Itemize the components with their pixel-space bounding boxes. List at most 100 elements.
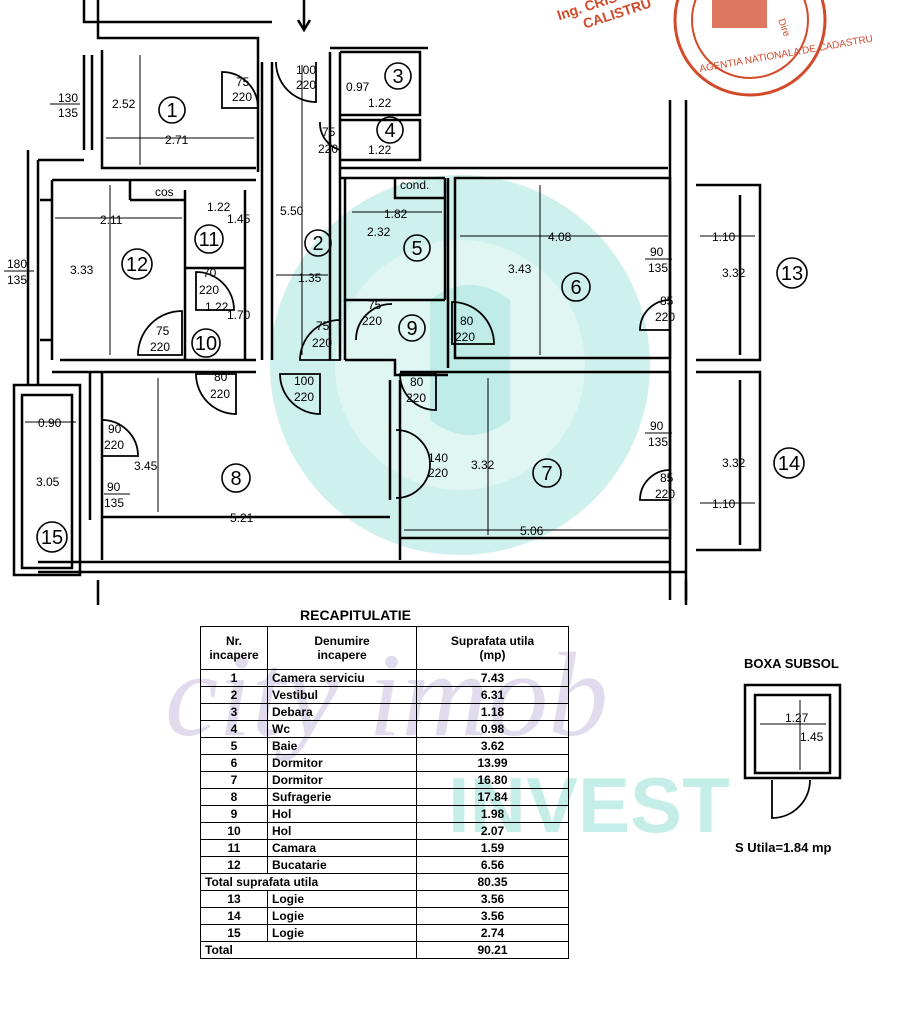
- cadastre-stamp: AGENTIA NATIONALA DE CADASTRU Dire: [673, 0, 874, 97]
- cell-name: Dormitor: [267, 771, 417, 789]
- cell-area: 0.98: [416, 720, 569, 738]
- dim-r1-h: 2.52: [112, 97, 136, 111]
- room-number-13: 13: [781, 263, 803, 285]
- walls: [12, 0, 762, 605]
- dim-r5-w: 1.82: [384, 207, 408, 221]
- dim-r1-w: 2.71: [165, 133, 189, 147]
- door-10-a: 80: [214, 370, 228, 384]
- recap-table: Nr. incapere Denumire incapere Suprafata…: [200, 626, 569, 959]
- cell-name: Logie: [267, 924, 417, 942]
- dim-cond: cond.: [400, 178, 429, 192]
- cell-nr: 10: [200, 822, 268, 840]
- watermark-logo: [270, 175, 650, 555]
- door-11-a: 100: [294, 374, 314, 388]
- room-number-4: 4: [384, 120, 395, 142]
- door-5-a: 75: [156, 324, 170, 338]
- door-labels: 75 220 100 220 75 220 70 220 75 220 75 2…: [104, 63, 675, 501]
- win-left-top-a: 130: [58, 91, 78, 105]
- room-number-15: 15: [41, 527, 63, 549]
- cell-name: Debara: [267, 703, 417, 721]
- cell-area: 1.98: [416, 805, 569, 823]
- header-nr-line2: incapere: [209, 648, 259, 662]
- win-r8-b: 135: [104, 496, 124, 510]
- win-r8-a: 90: [107, 480, 121, 494]
- cell-name: Hol: [267, 822, 417, 840]
- cell-nr: 5: [200, 737, 268, 755]
- cell-area: 3.56: [416, 890, 569, 908]
- cell-nr: 1: [200, 669, 268, 687]
- room-number-14: 14: [778, 453, 800, 475]
- cell-area: 1.18: [416, 703, 569, 721]
- dim-r4-w: 1.22: [368, 143, 392, 157]
- win-left-mid-b: 135: [7, 273, 27, 287]
- door-13-a: 90: [108, 422, 122, 436]
- dimension-labels: 2.52 2.71 5.50 1.35 0.97 1.22 1.22 cond.…: [4, 80, 746, 538]
- cell-name: Hol: [267, 805, 417, 823]
- door-1-a: 75: [236, 75, 250, 89]
- header-sup-line2: (mp): [479, 648, 506, 662]
- cell-name: Camara: [267, 839, 417, 857]
- dim-r14-h: 3.32: [722, 456, 746, 470]
- header-nr: Nr. incapere: [200, 626, 268, 670]
- boxa-drawing: [743, 683, 842, 819]
- dim-r15-w: 0.90: [38, 416, 62, 430]
- cell-nr: 4: [200, 720, 268, 738]
- room-number-11: 11: [199, 229, 220, 251]
- win-r7-a: 90: [650, 419, 664, 433]
- door-13-b: 220: [104, 438, 124, 452]
- cell-nr: 15: [200, 924, 268, 942]
- cell-nr: 8: [200, 788, 268, 806]
- room-number-8: 8: [230, 468, 241, 490]
- door-2-b: 220: [296, 78, 316, 92]
- total-value: 90.21: [416, 941, 569, 959]
- dim-r7-h: 3.32: [471, 458, 495, 472]
- cell-area: 6.56: [416, 856, 569, 874]
- cell-name: Camera serviciu: [267, 669, 417, 687]
- cell-name: Wc: [267, 720, 417, 738]
- door-3-b: 220: [318, 142, 338, 156]
- room-number-12: 12: [126, 254, 148, 276]
- cell-name: Bucatarie: [267, 856, 417, 874]
- door-7-a: 75: [368, 298, 382, 312]
- cell-area: 3.56: [416, 907, 569, 925]
- door-1-b: 220: [232, 90, 252, 104]
- dim-r5-h: 2.32: [367, 225, 391, 239]
- dim-r13-w: 1.10: [712, 230, 736, 244]
- dim-r3-w2: 1.22: [368, 96, 392, 110]
- door-12-b: 220: [406, 391, 426, 405]
- dimension-lines: [25, 55, 755, 535]
- door-9-a: 85: [660, 294, 674, 308]
- win-left-mid-a: 180: [7, 257, 27, 271]
- win-r7-b: 135: [648, 435, 668, 449]
- cell-name: Baie: [267, 737, 417, 755]
- cell-area: 13.99: [416, 754, 569, 772]
- door-6-a: 75: [316, 319, 330, 333]
- dim-r3-w1: 0.97: [346, 80, 370, 94]
- dim-r11-w: 1.22: [207, 200, 231, 214]
- cell-area: 16.80: [416, 771, 569, 789]
- door-swings: [101, 61, 671, 501]
- cell-area: 2.74: [416, 924, 569, 942]
- cell-name: Logie: [267, 890, 417, 908]
- header-den-line2: incapere: [317, 648, 367, 662]
- door-12-a: 80: [410, 375, 424, 389]
- cell-nr: 14: [200, 907, 268, 925]
- cell-name: Vestibul: [267, 686, 417, 704]
- cell-area: 2.07: [416, 822, 569, 840]
- cell-nr: 7: [200, 771, 268, 789]
- dim-r13-h: 3.32: [722, 266, 746, 280]
- cell-area: 7.43: [416, 669, 569, 687]
- dim-r7-w: 5.06: [520, 524, 544, 538]
- door-8-a: 80: [460, 314, 474, 328]
